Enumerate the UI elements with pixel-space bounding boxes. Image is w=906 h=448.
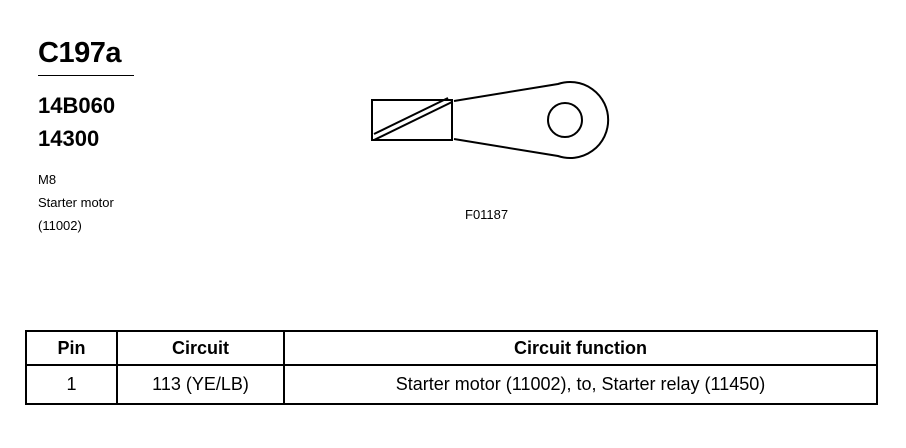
connector-id: C197a xyxy=(38,37,121,69)
part-number-2: 14300 xyxy=(38,126,100,151)
pin-table: Pin Circuit Circuit function 1 113 (YE/L… xyxy=(25,330,878,405)
pin-cell: 1 xyxy=(25,364,118,405)
circuit-function-cell: Starter motor (11002), to, Starter relay… xyxy=(283,364,878,405)
connector-description-line-2: Starter motor xyxy=(38,195,114,210)
circuit-function-column-header: Circuit function xyxy=(283,330,878,366)
terminal-crimp-barrel xyxy=(371,99,453,141)
terminal-ring-hole xyxy=(547,102,583,138)
pin-column-header: Pin xyxy=(25,330,118,366)
pin-table-header-row: Pin Circuit Circuit function xyxy=(25,330,878,366)
circuit-column-header: Circuit xyxy=(116,330,285,366)
table-row: 1 113 (YE/LB) Starter motor (11002), to,… xyxy=(25,364,878,405)
circuit-cell: 113 (YE/LB) xyxy=(116,364,285,405)
connector-description-line-3: (11002) xyxy=(38,218,82,233)
connector-description-line-1: M8 xyxy=(38,172,57,187)
terminal-crimp-hatch-1 xyxy=(373,97,449,135)
connector-id-underline xyxy=(38,75,134,76)
figure-code: F01187 xyxy=(465,207,509,222)
part-number-1: 14B060 xyxy=(38,93,116,118)
terminal-crimp-hatch-2 xyxy=(373,101,453,141)
terminal-ring-outline xyxy=(453,81,610,159)
ring-terminal-diagram xyxy=(371,81,610,159)
